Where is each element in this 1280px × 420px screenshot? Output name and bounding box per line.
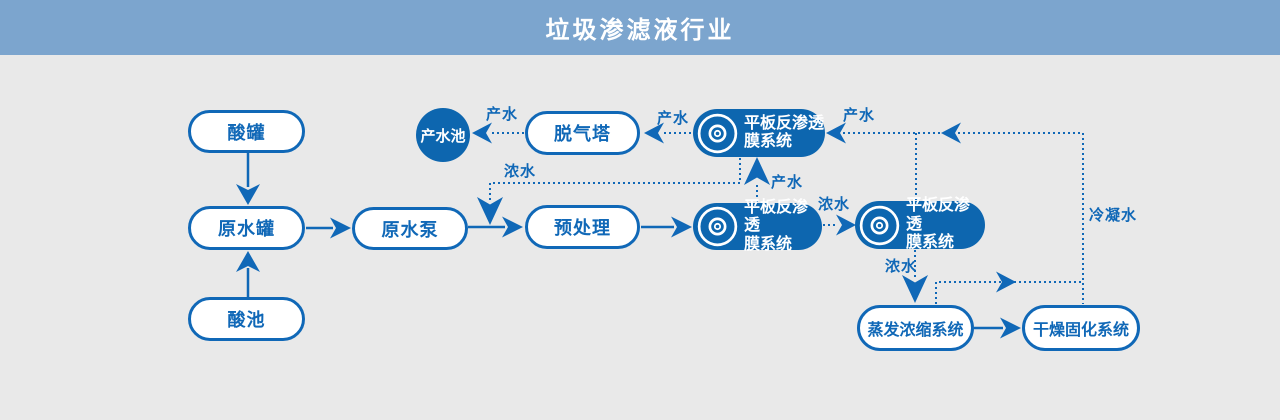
edge-label-permeate: 产水	[843, 107, 876, 124]
edge-degasser-to-pool	[472, 122, 524, 144]
edge-evaporation-to-drying	[974, 317, 1021, 339]
edge-pump-to-pretreatment	[468, 216, 523, 238]
edge-label-condensate: 冷凝水	[1089, 207, 1138, 224]
node-degassing-tower: 脱气塔	[525, 111, 640, 155]
node-label: 产水池	[420, 127, 466, 145]
header-bar: 垃圾渗滤液行业	[0, 0, 1280, 55]
edge-condensate-top-line	[826, 122, 1083, 144]
membrane-disc-icon	[696, 205, 739, 248]
edge-ro-mid-to-ro-top	[744, 157, 770, 202]
node-label: 原水泵	[381, 219, 439, 240]
edge-acid-pool-to-raw-water-tank	[236, 251, 260, 297]
node-ro-membrane-right: 平板反渗透 膜系统	[855, 197, 985, 251]
page-title: 垃圾渗滤液行业	[545, 17, 735, 44]
edge-ro-mid-to-ro-right	[823, 214, 856, 236]
membrane-disc-icon	[858, 204, 901, 247]
node-raw-water-tank: 原水罐	[188, 206, 305, 250]
node-label: 平板反渗透 膜系统	[744, 114, 825, 150]
node-label: 干燥固化系统	[1032, 322, 1129, 339]
node-acid-tank: 酸罐	[188, 110, 305, 153]
node-label: 脱气塔	[554, 124, 611, 144]
node-product-water-pool: 产水池	[416, 108, 470, 162]
node-drying-system: 干燥固化系统	[1022, 305, 1140, 351]
node-acid-pool: 酸池	[188, 297, 305, 341]
edge-label-concentrate: 浓水	[504, 163, 537, 180]
node-label: 原水罐	[218, 219, 275, 239]
node-evaporation-system: 蒸发浓缩系统	[857, 305, 974, 351]
node-ro-membrane-mid: 平板反渗透 膜系统	[693, 199, 822, 253]
edge-label-permeate: 产水	[657, 110, 690, 127]
node-label: 预处理	[554, 218, 611, 238]
edge-label-concentrate: 浓水	[885, 258, 918, 275]
edge-label-concentrate: 浓水	[818, 196, 851, 213]
node-label: 平板反渗透 膜系统	[906, 197, 971, 252]
edge-evaporation-condensate-out	[935, 271, 1083, 304]
node-label: 蒸发浓缩系统	[867, 322, 964, 339]
edge-label-permeate: 产水	[486, 106, 519, 123]
node-label: 酸池	[227, 310, 266, 330]
node-label: 平板反渗透 膜系统	[744, 198, 809, 253]
node-label: 酸罐	[227, 122, 266, 143]
edge-pretreatment-to-ro-mid	[641, 216, 692, 238]
edge-label-permeate: 产水	[771, 174, 804, 191]
node-ro-membrane-top: 平板反渗透 膜系统	[693, 109, 825, 157]
membrane-disc-icon	[696, 112, 739, 155]
node-raw-water-pump: 原水泵	[352, 207, 468, 250]
edge-raw-water-tank-to-pump	[306, 217, 351, 239]
node-pretreatment: 预处理	[525, 205, 640, 249]
edge-acid-tank-to-raw-water-tank	[236, 153, 260, 205]
